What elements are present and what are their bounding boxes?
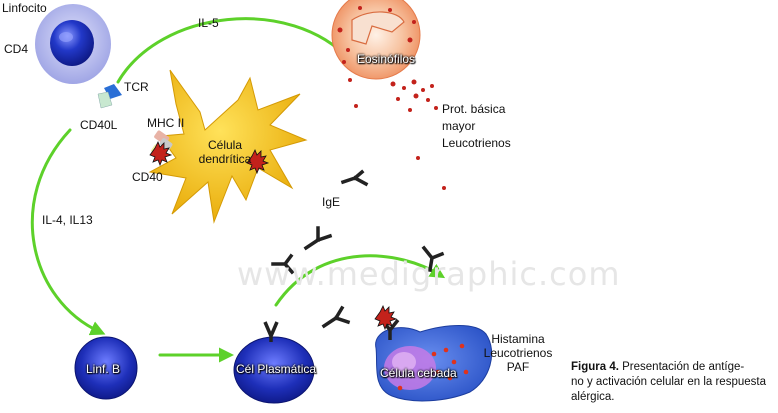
label-leucotrienos-eos: Leucotrienos <box>442 136 511 150</box>
label-celula-cebada: Célula cebada <box>380 366 457 380</box>
label-il5: IL-5 <box>198 16 219 30</box>
label-mast-mediators: Histamina Leucotrienos PAF <box>478 332 558 374</box>
label-eosinofilos: Eosinófilos <box>357 52 416 66</box>
dendritic-cell <box>148 69 308 224</box>
label-paf: PAF <box>506 360 530 374</box>
il4-arrow <box>30 128 106 336</box>
mast-cell <box>374 305 493 402</box>
label-prot-basica: Prot. básica <box>442 102 506 116</box>
label-histamina: Histamina <box>491 332 545 346</box>
label-celula-dendritica-line2: dendrítica <box>198 152 252 166</box>
label-linfocito: Linfocito <box>2 1 47 15</box>
caption-figure-number: Figura 4. <box>571 361 619 373</box>
antibody-icon <box>271 169 445 329</box>
granules <box>348 78 446 190</box>
watermark: www.medigraphic.com <box>237 255 621 293</box>
eosinophil <box>331 0 421 80</box>
caption-line2: no y activación celular en la respuesta <box>571 376 766 388</box>
receptor-icon <box>97 84 122 109</box>
label-cel-plasmatica: Cél Plasmática <box>236 362 317 376</box>
caption-line1: Presentación de antíge- <box>618 361 745 373</box>
label-linf-b: Linf. B <box>86 362 121 376</box>
label-tcr: TCR <box>124 80 149 94</box>
lymphocyte-cd4 <box>35 4 111 84</box>
figure-caption: Figura 4. Presentación de antíge- no y a… <box>571 360 777 405</box>
label-cd40l: CD40L <box>80 118 118 132</box>
plasma-cell <box>233 321 315 404</box>
label-il4: IL-4, IL13 <box>42 213 93 227</box>
label-cd4: CD4 <box>4 42 29 56</box>
arrows <box>30 17 446 363</box>
label-cd40: CD40 <box>132 170 163 184</box>
antigen-icon <box>149 141 270 175</box>
label-ige: IgE <box>322 195 341 209</box>
caption-line3: alérgica. <box>571 391 615 403</box>
label-celula-dendritica-line1: Célula <box>207 138 243 152</box>
label-celula-dendritica: Célula dendrítica <box>190 138 260 166</box>
label-leucotrienos-mast: Leucotrienos <box>483 346 553 360</box>
label-eosinophil-products: Prot. básica mayor Leucotrienos <box>442 101 511 152</box>
label-mayor: mayor <box>442 119 476 133</box>
il5-arrow <box>116 17 355 84</box>
plasma-to-mast-arrow <box>274 254 446 307</box>
lymphocyte-b <box>74 336 138 400</box>
label-mhc2: MHC II <box>147 116 185 130</box>
